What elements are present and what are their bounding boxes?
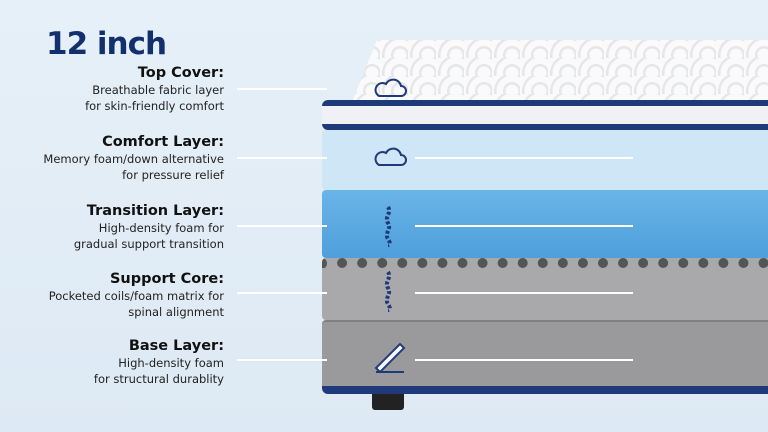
cloud-icon (374, 78, 407, 97)
cloud-icon (374, 147, 407, 166)
layer-desc: gradual support transition (73, 237, 224, 251)
label-transition-layer: Transition Layer: High-density foam for gr… (0, 202, 224, 252)
leader-line (237, 157, 327, 159)
leader-line (415, 157, 633, 159)
layer-desc: for skin-friendly comfort (85, 99, 224, 113)
layer-desc: High-density foam for (98, 221, 224, 235)
comfort-layer (322, 130, 768, 190)
layer-desc: Pocketed coils/foam matrix for (48, 289, 224, 303)
leader-line (415, 225, 633, 227)
label-comfort-layer: Comfort Layer: Memory foam/down alternati… (0, 133, 224, 183)
leader-line (237, 359, 327, 361)
label-base-layer: Base Layer: High-density foam for structur… (0, 337, 224, 387)
layer-desc: High-density foam (118, 356, 224, 370)
layer-name: Base Layer: (128, 338, 224, 354)
layer-desc: Breathable fabric layer (92, 83, 224, 97)
leader-line (415, 359, 633, 361)
layer-desc: spinal alignment (128, 305, 224, 319)
layer-name: Top Cover: (137, 65, 224, 81)
leader-line (237, 225, 327, 227)
support-core-layer (322, 258, 768, 320)
ruler-icon (374, 342, 406, 374)
layer-desc: for pressure relief (122, 168, 224, 182)
spine-icon (384, 205, 392, 247)
top-cover-layer (322, 100, 768, 130)
layer-name: Transition Layer: (86, 203, 224, 219)
page-title: 12 inch (46, 26, 167, 62)
layer-desc: for structural durablity (93, 372, 224, 386)
layer-desc: Memory foam/down alternative (43, 152, 224, 166)
leader-line (237, 88, 327, 90)
top-surface (352, 40, 768, 102)
transition-layer (322, 190, 768, 258)
leader-line (237, 292, 327, 294)
layer-name: Support Core: (109, 271, 224, 287)
layer-name: Comfort Layer: (102, 134, 224, 150)
label-support-core: Support Core: Pocketed coils/foam matrix … (0, 270, 224, 320)
mattress-foot (372, 394, 404, 410)
leader-line (415, 292, 633, 294)
label-top-cover: Top Cover: Breathable fabric layer for ski… (0, 64, 224, 114)
spine-icon (384, 270, 392, 312)
